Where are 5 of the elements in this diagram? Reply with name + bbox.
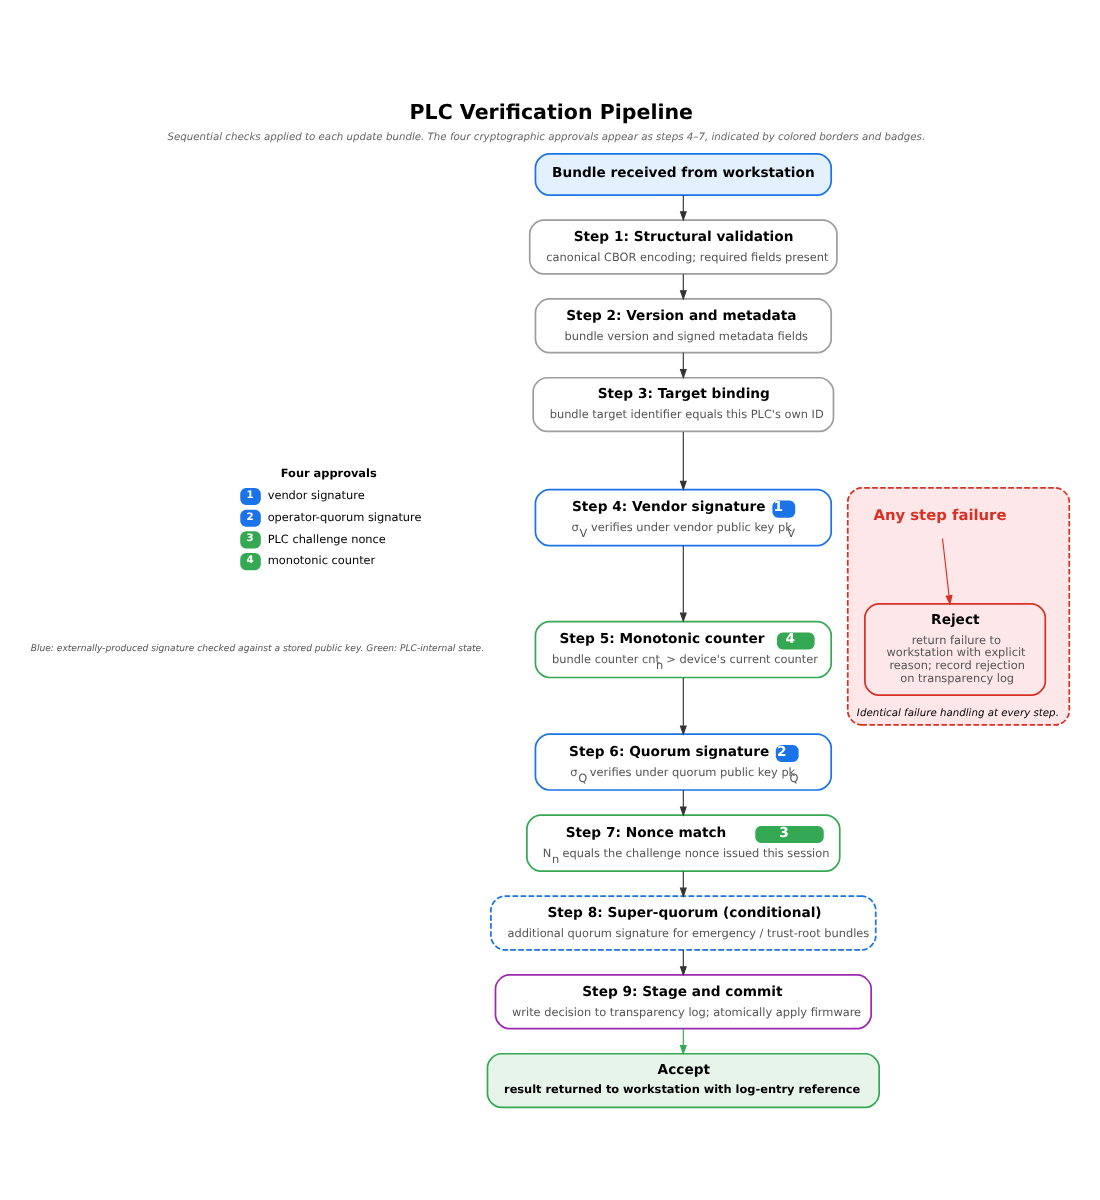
arrow (679, 430, 687, 490)
arrow (679, 544, 687, 622)
arrow (941, 536, 953, 605)
arrow (679, 676, 687, 735)
diagram-title: PLC Verification Pipeline (409, 100, 694, 124)
